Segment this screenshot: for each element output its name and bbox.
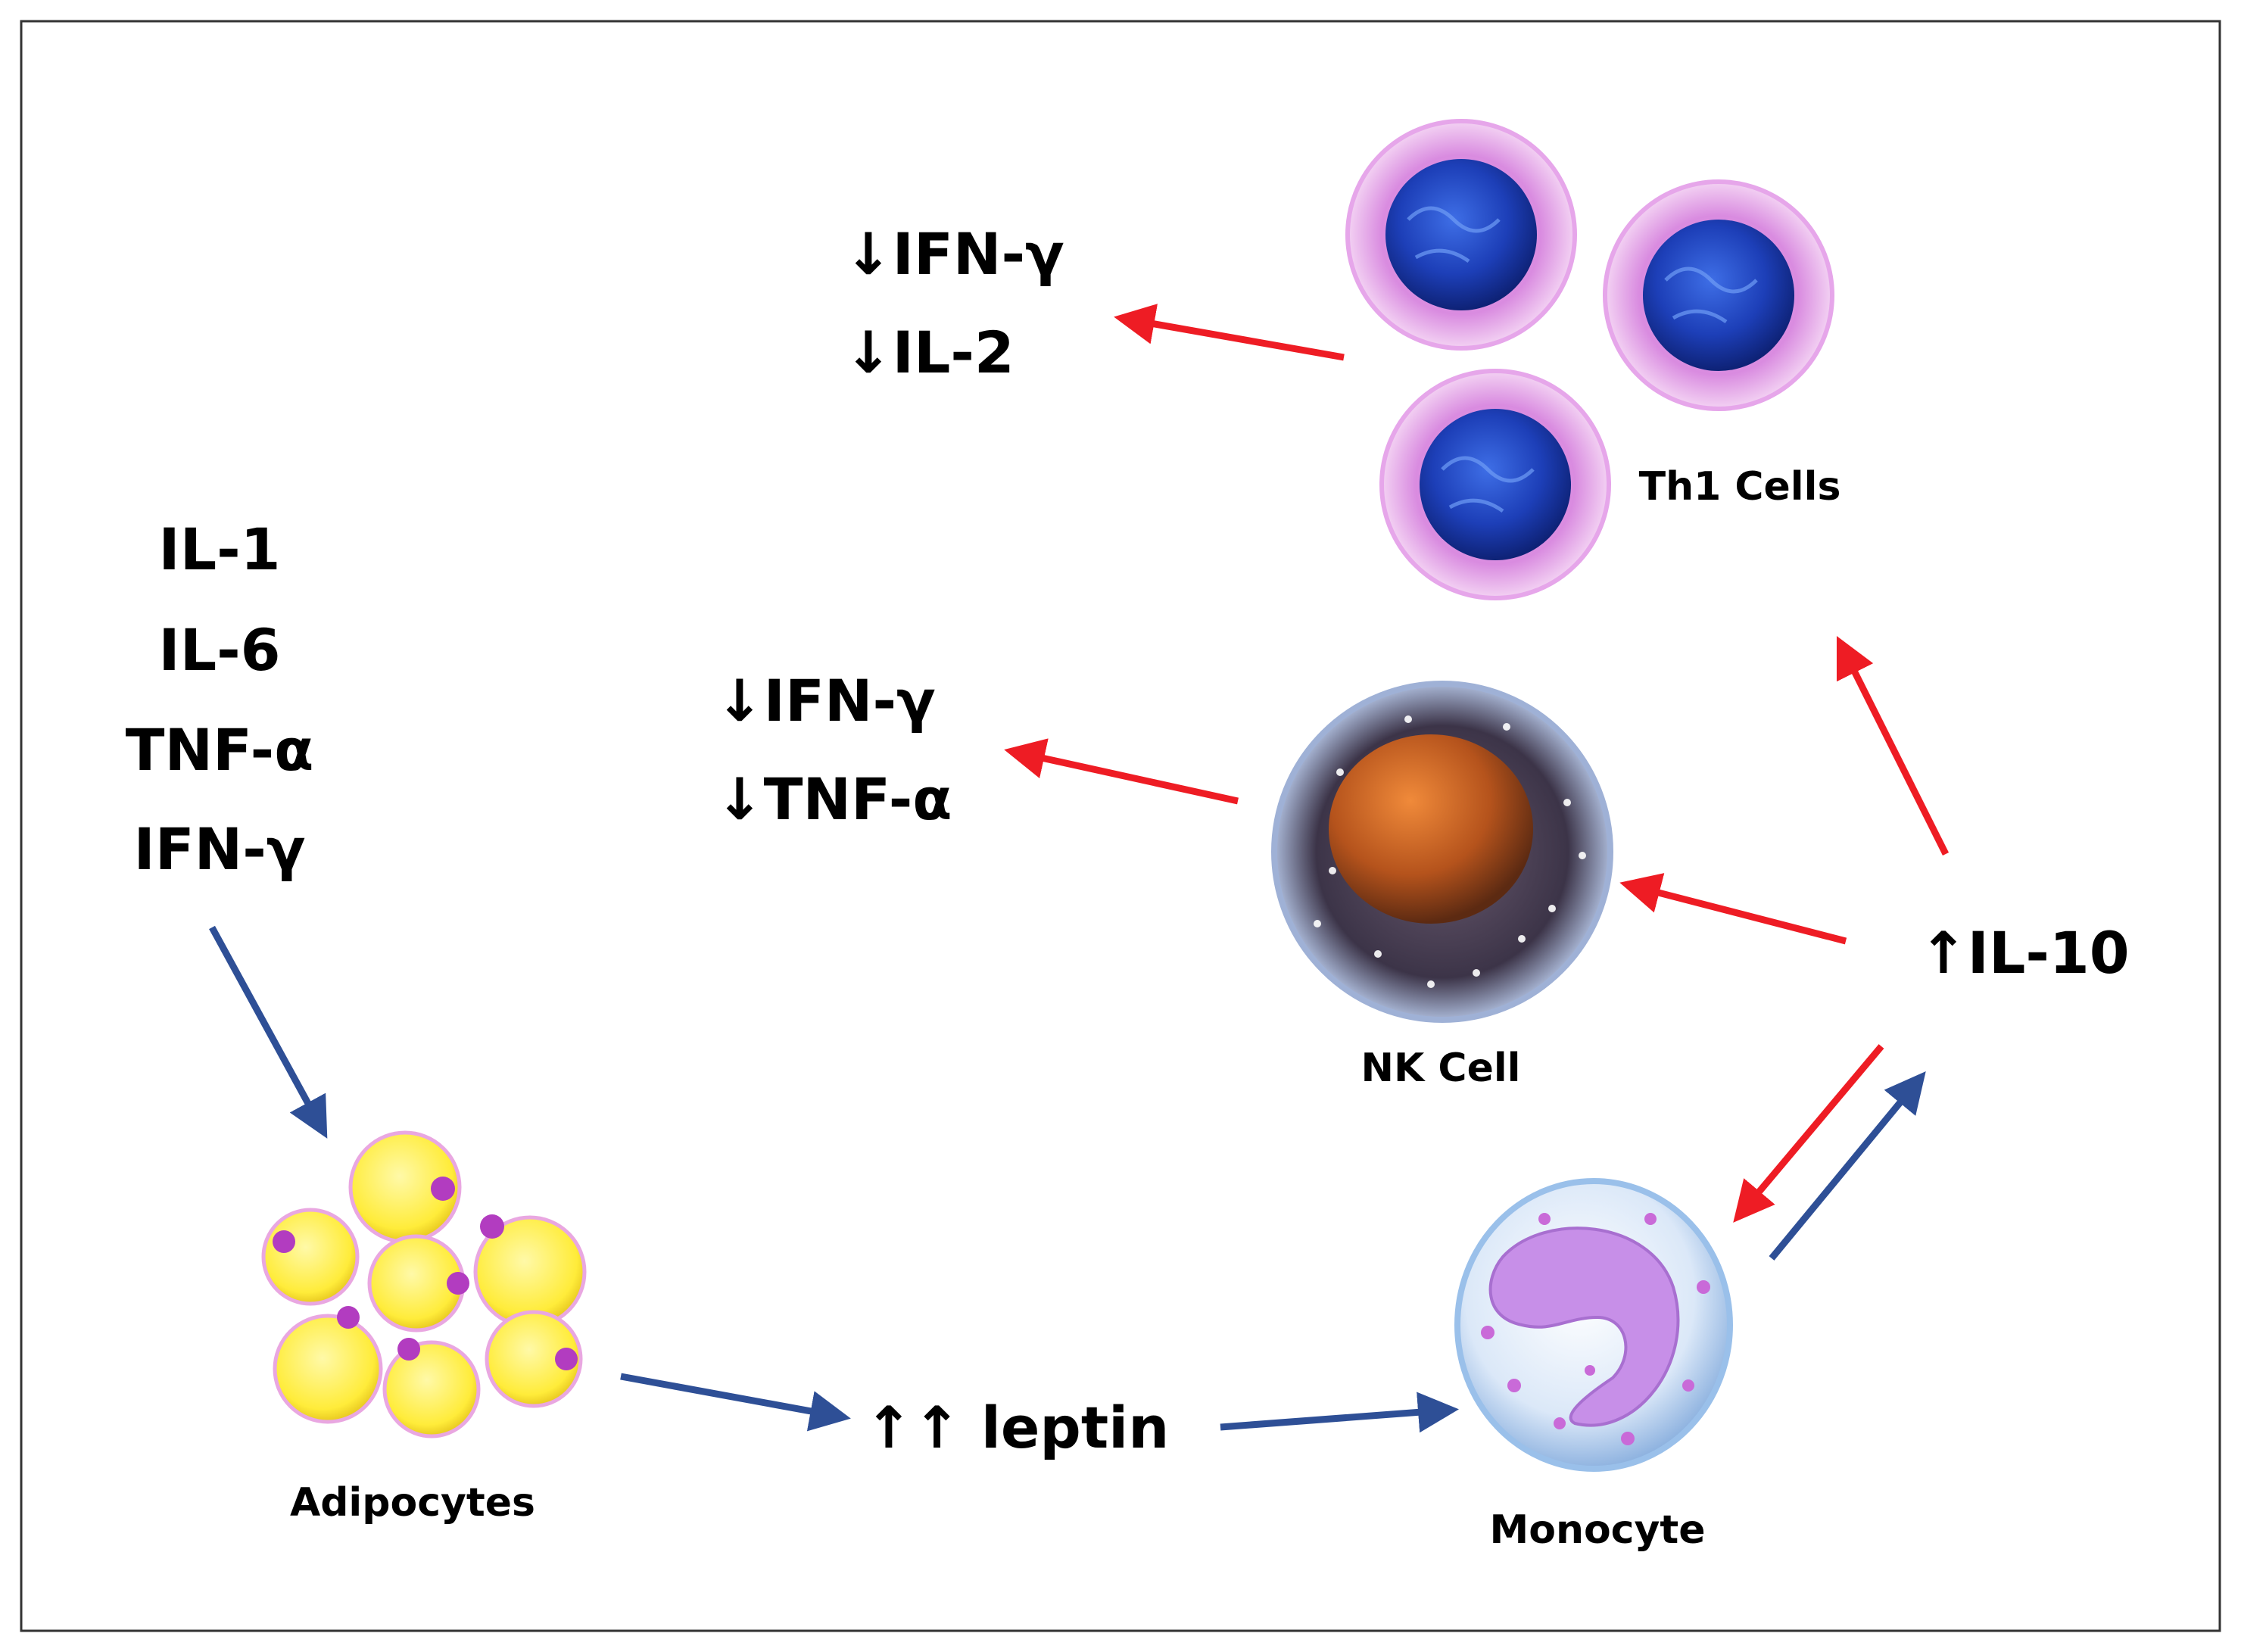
th1-cell-2 xyxy=(1603,179,1834,411)
arrow-il10-to-nk xyxy=(1619,873,1847,945)
adipocytes-illustration: Adipocytes xyxy=(261,1130,587,1526)
th1-output-ifn-gamma: ↓IFN-γ xyxy=(844,220,1064,288)
arrow-adipocytes-to-leptin xyxy=(620,1373,851,1432)
cytokine-il6: IL-6 xyxy=(158,616,280,684)
adipocyte-1 xyxy=(348,1130,462,1244)
arrow-il10-to-th1 xyxy=(1836,635,1950,856)
adipocyte-3 xyxy=(473,1214,587,1329)
nk-cell-illustration: NK Cell xyxy=(1271,681,1613,1091)
th1-cell-3 xyxy=(1379,369,1611,600)
arrow-th1-to-output xyxy=(1114,304,1345,361)
arrows xyxy=(209,304,1950,1433)
cytokines-block: IL-1 IL-6 TNF-α IFN-γ xyxy=(126,516,314,883)
th1-cell-1 xyxy=(1345,119,1577,351)
cytokine-il1: IL-1 xyxy=(158,516,280,583)
adipocyte-2 xyxy=(261,1208,360,1306)
monocyte-label: Monocyte xyxy=(1489,1507,1705,1553)
cytokine-tnf-alpha: TNF-α xyxy=(126,716,314,784)
adipocyte-5 xyxy=(273,1306,383,1424)
th1-cells-label: Th1 Cells xyxy=(1639,464,1841,510)
th1-cells-illustration: Th1 Cells xyxy=(1345,119,1841,600)
adipocyte-7 xyxy=(485,1310,583,1408)
th1-output-il2: ↓IL-2 xyxy=(844,319,1015,386)
th1-output: ↓IFN-γ ↓IL-2 xyxy=(844,220,1064,386)
adipocyte-6 xyxy=(382,1338,481,1438)
nk-cell-label: NK Cell xyxy=(1361,1046,1521,1091)
figure-frame xyxy=(20,20,2221,1632)
arrow-leptin-to-monocyte xyxy=(1220,1392,1459,1433)
arrow-monocyte-to-il10 xyxy=(1769,1071,1926,1261)
adipocytes-label: Adipocytes xyxy=(290,1480,535,1526)
adipocyte-4 xyxy=(367,1234,469,1333)
arrow-cytokines-to-adipocytes xyxy=(209,925,328,1139)
nk-output-ifn-gamma: ↓IFN-γ xyxy=(715,667,936,734)
monocyte-illustration: Monocyte xyxy=(1454,1178,1733,1553)
nk-output: ↓IFN-γ ↓TNF-α xyxy=(715,667,952,833)
cytokine-ifn-gamma: IFN-γ xyxy=(133,815,305,883)
nk-output-tnf-alpha: ↓TNF-α xyxy=(715,765,952,833)
il10-label: ↑IL-10 xyxy=(1919,919,2130,987)
arrow-il10-to-monocyte xyxy=(1733,1044,1884,1223)
leptin-label: ↑↑ leptin xyxy=(865,1394,1169,1461)
arrow-nk-to-output xyxy=(1004,738,1239,805)
